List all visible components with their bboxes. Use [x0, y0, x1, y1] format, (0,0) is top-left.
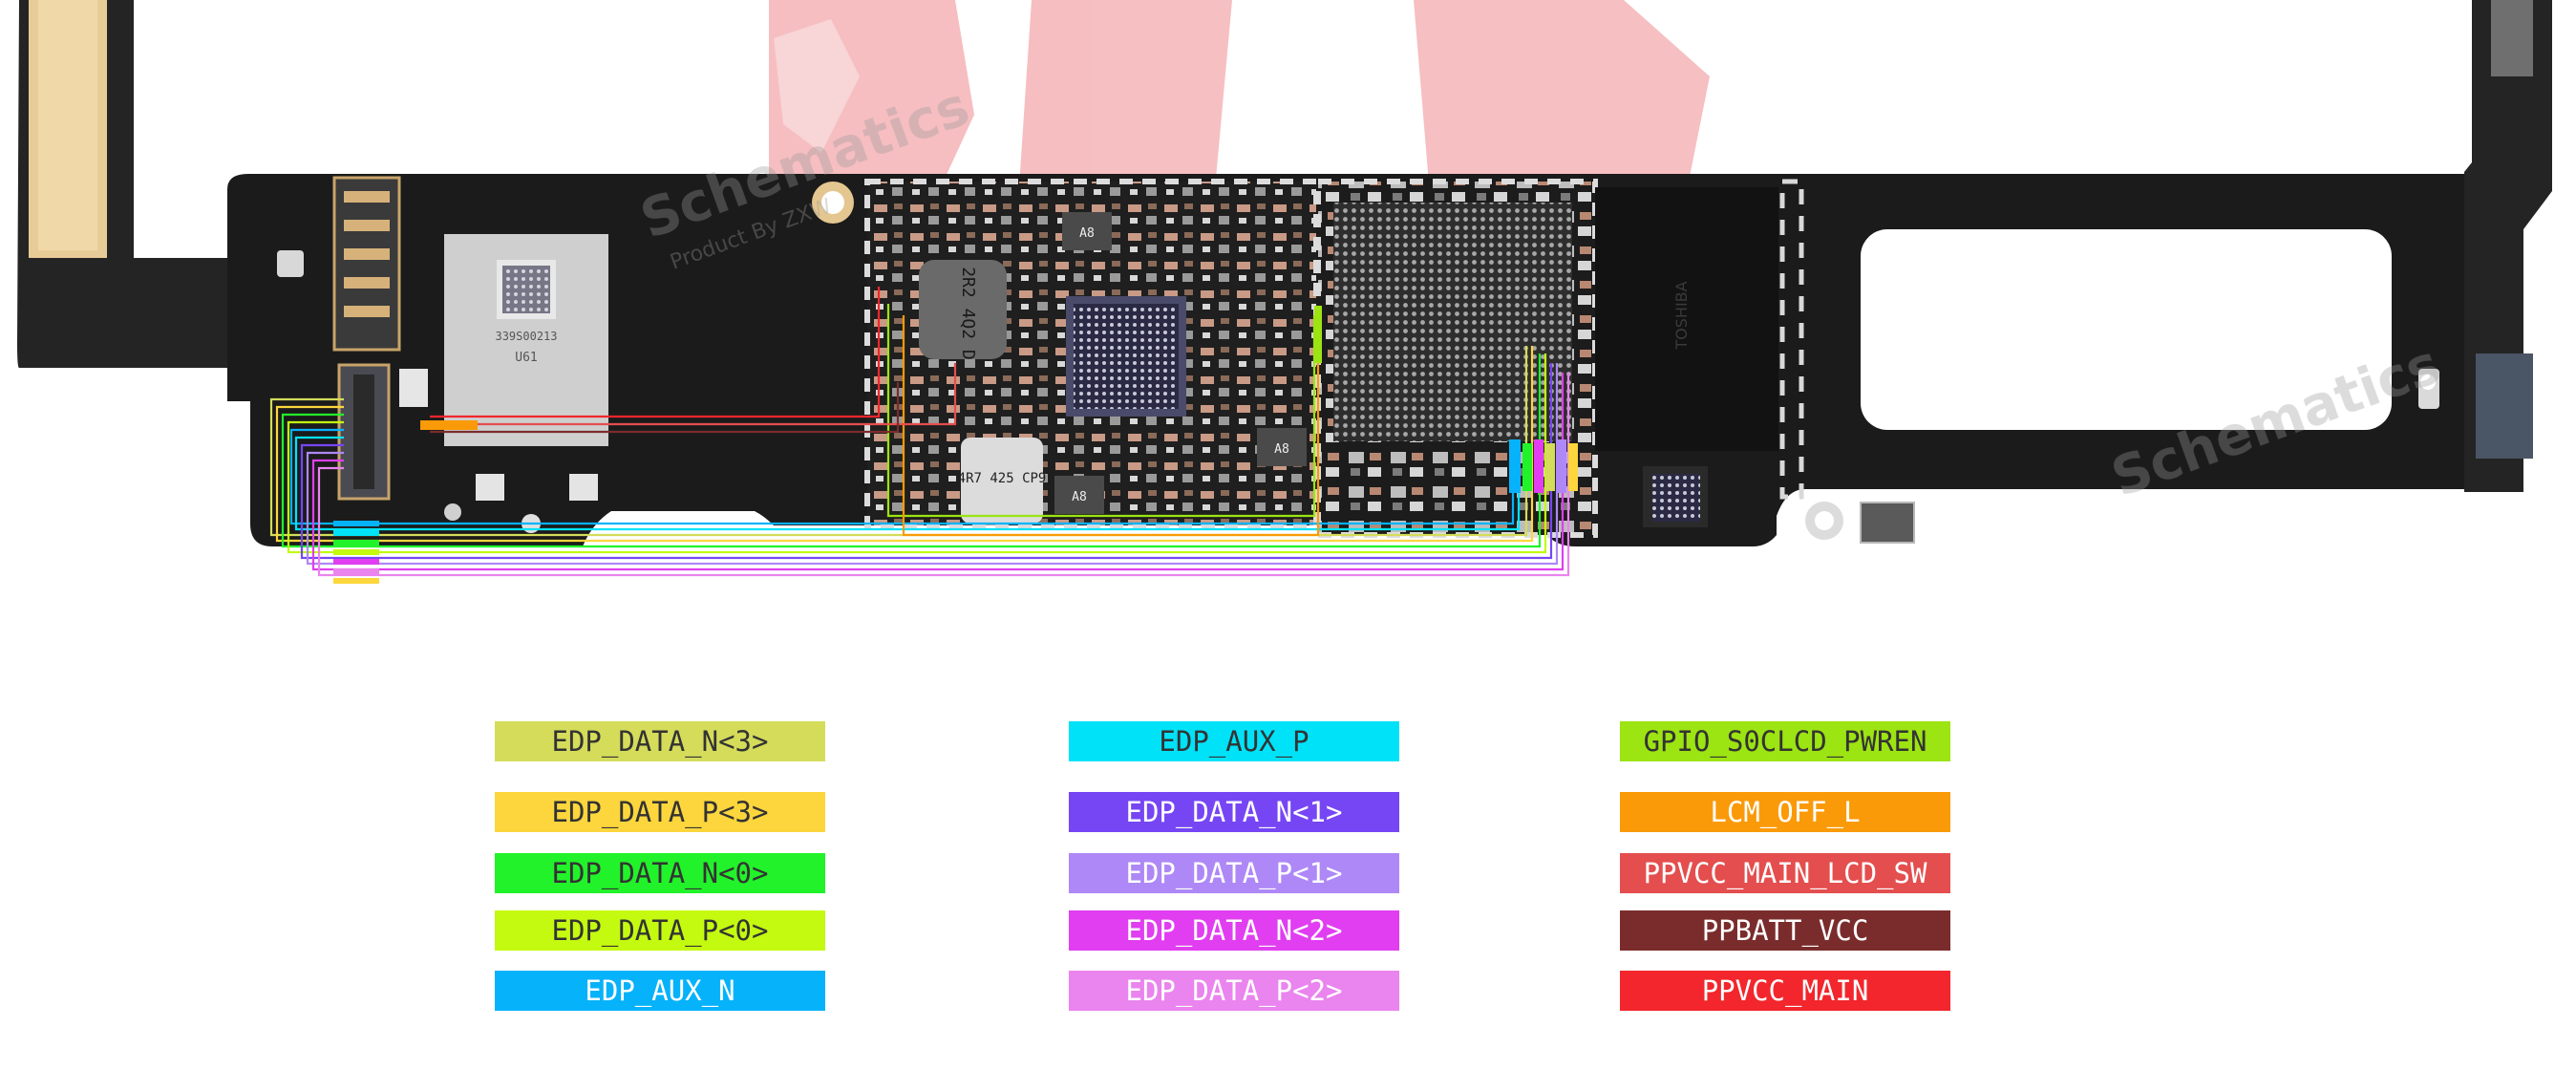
inductor-top-label: 4R7 425 CP9	[958, 471, 1047, 486]
nand-label: TOSHIBA	[1672, 281, 1691, 350]
legend-edp-data-n2: EDP_DATA_N<2>	[1069, 910, 1399, 951]
legend-edp-aux-n: EDP_AUX_N	[495, 971, 825, 1011]
nand-chip: TOSHIBA	[1595, 187, 1778, 451]
legend-edp-data-n3: EDP_DATA_N<3>	[495, 721, 825, 761]
signal-traces	[269, 287, 1570, 577]
signal-markers	[333, 306, 1578, 584]
legend-edp-data-p2: EDP_DATA_P<2>	[1069, 971, 1399, 1011]
u61-label: U61	[515, 351, 537, 365]
legend-edp-data-p1: EDP_DATA_P<1>	[1069, 853, 1399, 893]
mount-pad	[277, 250, 304, 277]
right-flex-cable	[2464, 0, 2552, 492]
battery-connector	[332, 176, 401, 352]
legend-edp-data-n0: EDP_DATA_N<0>	[495, 853, 825, 893]
svg-text:A8: A8	[1274, 442, 1289, 457]
board-cutout	[1861, 229, 2392, 430]
legend-edp-data-n1: EDP_DATA_N<1>	[1069, 792, 1399, 832]
screw-pad-right-inner	[1815, 511, 1834, 530]
legend-ppbatt-vcc: PPBATT_VCC	[1620, 910, 1950, 951]
inductor-2r2: 2R2 4Q2 D	[919, 260, 1007, 360]
legend-ppvcc-main: PPVCC_MAIN	[1620, 971, 1950, 1011]
small-connector	[1860, 502, 1915, 544]
screw-hole-inner	[821, 191, 844, 214]
small-bga-balls	[1652, 474, 1700, 522]
nand-shield-edge	[1779, 179, 1804, 500]
display-connector	[337, 363, 391, 501]
inductor-4r7: 4R7 425 CP9	[958, 438, 1047, 524]
a8-markers: A8 A8 A8	[1054, 212, 1307, 514]
svg-text:A8: A8	[1079, 226, 1095, 241]
right-mount-hole	[2420, 374, 2436, 390]
inductor-big-label: 2R2 4Q2 D	[958, 267, 978, 360]
u61-code: 339S00213	[495, 330, 557, 343]
legend-edp-data-p0: EDP_DATA_P<0>	[495, 910, 825, 951]
pmu-bga	[1074, 304, 1179, 409]
small-ic	[476, 474, 504, 501]
legend-gpio-s0clcd-pwren: GPIO_S0CLCD_PWREN	[1620, 721, 1950, 761]
legend-edp-aux-p: EDP_AUX_P	[1069, 721, 1399, 761]
legend-lcm-off-l: LCM_OFF_L	[1620, 792, 1950, 832]
svg-text:A8: A8	[1072, 490, 1087, 504]
legend-edp-data-p3: EDP_DATA_P<3>	[495, 792, 825, 832]
left-flex-cable	[17, 0, 229, 368]
u61-shield: U61 339S00213	[444, 234, 608, 446]
small-ic	[569, 474, 598, 501]
legend-ppvcc-main-lcd-sw: PPVCC_MAIN_LCD_SW	[1620, 853, 1950, 893]
test-point	[444, 503, 461, 521]
soc-bga	[1333, 203, 1572, 441]
small-pad	[399, 369, 428, 407]
